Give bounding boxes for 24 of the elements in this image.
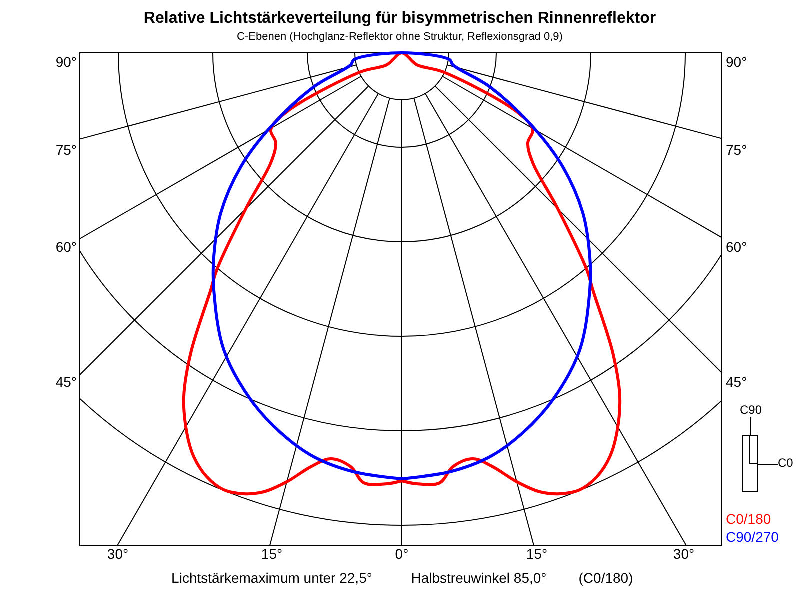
leader-line [758, 464, 778, 465]
angle-label: 90° [726, 55, 748, 69]
subtitle: C-Ebenen (Hochglanz-Reflektor ohne Struktur, Reflexionsgrad 0,9) [237, 32, 563, 42]
angle-label: 45° [56, 375, 77, 389]
angle-label: 90° [56, 55, 77, 69]
angle-label: 75° [726, 143, 748, 157]
legend-entry: C0/180 [726, 512, 772, 526]
axis-label: C0 [778, 457, 796, 470]
angle-label: 0° [395, 547, 409, 561]
angle-label: 75° [56, 143, 77, 157]
angle-label: 60° [726, 240, 748, 254]
legend-entry: C90/270 [726, 530, 779, 544]
footer-note: (C0/180) [578, 571, 634, 585]
angle-label: 60° [56, 240, 77, 254]
angle-label: 15° [526, 547, 548, 561]
angle-label: 45° [726, 375, 748, 389]
angle-label: 30° [107, 547, 129, 561]
angle-label: 15° [261, 547, 283, 561]
axis-label: C90 [740, 404, 764, 417]
footer-note: Halbstreuwinkel 85,0° [411, 571, 547, 585]
chart-title: Relative Lichtstärkeverteilung für bisymmetrischen Rinnenreflektor [142, 11, 658, 27]
footer-note: Lichtstärkemaximum unter 22,5° [172, 571, 372, 585]
leader-line [750, 416, 751, 436]
angle-label: 30° [673, 547, 695, 561]
